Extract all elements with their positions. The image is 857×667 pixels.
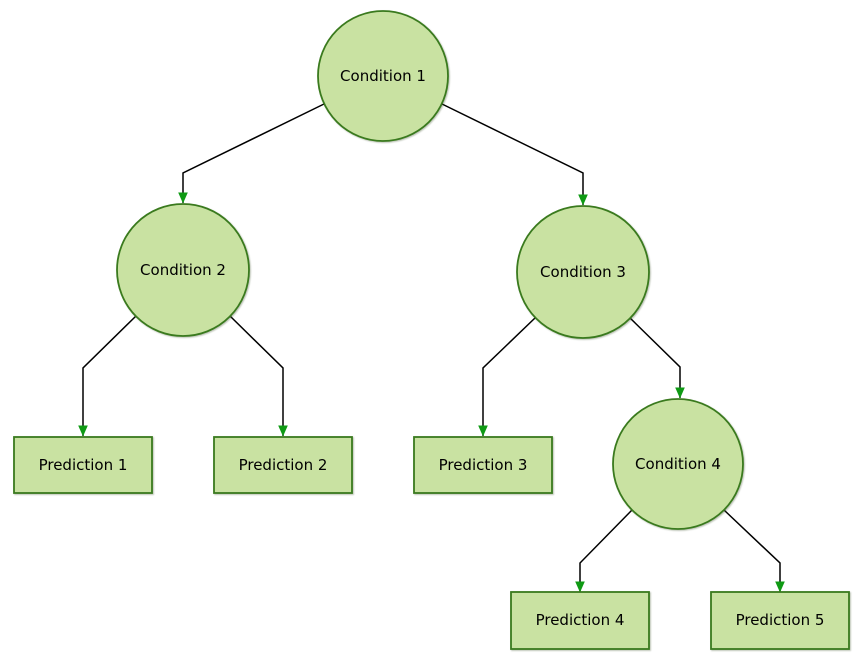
prediction-3-label: Prediction 3 <box>439 456 528 474</box>
node-condition-3: Condition 3 <box>516 205 650 339</box>
prediction-5-box <box>710 591 850 650</box>
prediction-1-label: Prediction 1 <box>39 456 128 474</box>
condition-4-label: Condition 4 <box>635 455 721 473</box>
edge-condition4-prediction5 <box>723 509 785 593</box>
condition-1-circle <box>317 10 449 142</box>
edge-condition1-condition3 <box>441 103 588 206</box>
node-condition-1: Condition 1 <box>317 10 449 142</box>
edge-condition1-condition2 <box>178 103 325 204</box>
condition-3-label: Condition 3 <box>540 263 626 281</box>
node-condition-2: Condition 2 <box>116 203 250 337</box>
prediction-4-box <box>510 591 650 650</box>
edges <box>78 103 785 593</box>
condition-4-circle <box>612 398 744 530</box>
condition-2-label: Condition 2 <box>140 261 226 279</box>
node-prediction-5: Prediction 5 <box>710 591 850 650</box>
prediction-4-label: Prediction 4 <box>536 611 625 629</box>
condition-3-circle <box>516 205 650 339</box>
edge-condition2-prediction1 <box>78 315 137 437</box>
edge-condition4-prediction4 <box>575 509 633 593</box>
condition-2-circle <box>116 203 250 337</box>
node-condition-4: Condition 4 <box>612 398 744 530</box>
node-prediction-3: Prediction 3 <box>413 436 553 494</box>
edge-condition2-prediction2 <box>229 315 288 437</box>
node-prediction-4: Prediction 4 <box>510 591 650 650</box>
prediction-1-box <box>13 436 153 494</box>
node-prediction-1: Prediction 1 <box>13 436 153 494</box>
edge-condition3-prediction3 <box>478 317 536 437</box>
prediction-2-box <box>213 436 353 494</box>
prediction-3-box <box>413 436 553 494</box>
node-prediction-2: Prediction 2 <box>213 436 353 494</box>
edge-condition3-condition4 <box>628 316 685 399</box>
prediction-2-label: Prediction 2 <box>239 456 328 474</box>
prediction-5-label: Prediction 5 <box>736 611 825 629</box>
condition-1-label: Condition 1 <box>340 67 426 85</box>
